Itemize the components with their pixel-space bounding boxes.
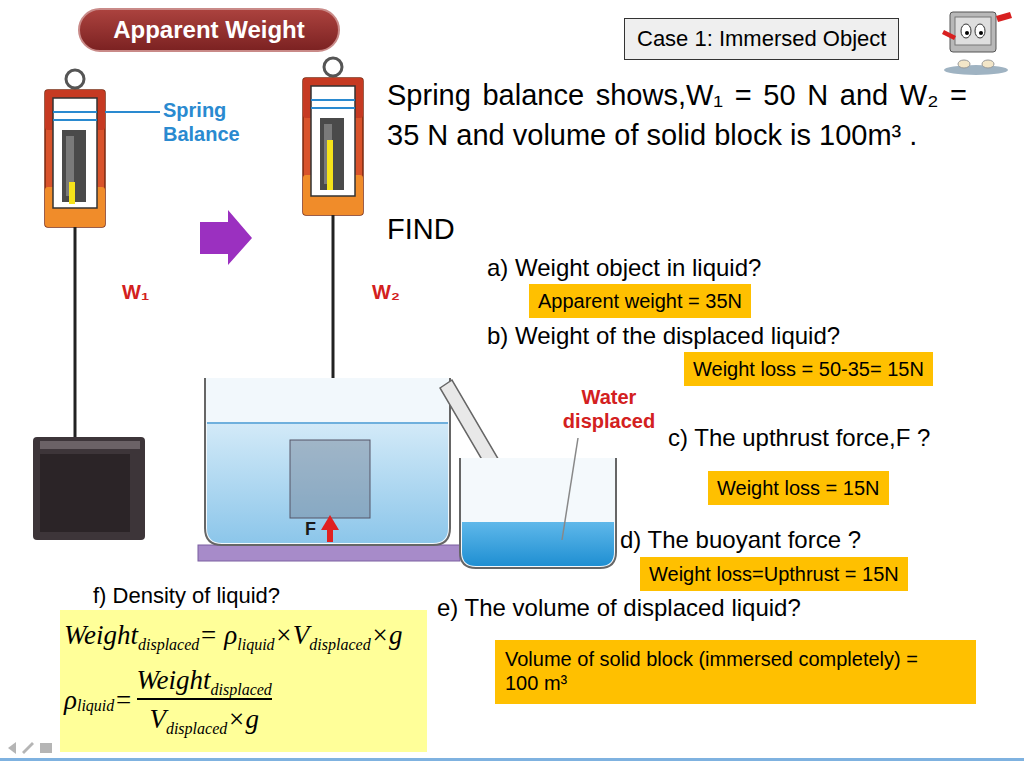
formula-subscript: displaced: [309, 636, 370, 654]
problem-statement: Spring balance shows,W₁ = 50 N and W₂ = …: [387, 75, 967, 155]
formula-line: Weightdisplaced= ρliquid×Vdisplaced×g: [64, 620, 421, 651]
answer-box: Weight loss = 50-35= 15N: [684, 352, 933, 386]
box-text: Apparent weight = 35N: [538, 289, 742, 313]
box-text: Case 1: Immersed Object: [637, 25, 886, 53]
leader-line: [105, 111, 160, 113]
formula-subscript: liquid: [237, 636, 274, 654]
nav-icon: [40, 743, 52, 753]
answer-box: Volume of solid block (immersed complete…: [495, 640, 976, 704]
nav-icon: [8, 742, 16, 754]
solid-block: [33, 437, 145, 540]
formula-subscript: liquid: [77, 697, 114, 715]
spout: [440, 380, 500, 470]
formula-subscript: displaced: [166, 720, 227, 738]
heading-label: FIND: [387, 212, 455, 247]
spring-balance: [45, 70, 105, 227]
formula-box: Weightdisplaced= ρliquid×Vdisplaced×gρli…: [60, 610, 427, 752]
water: [207, 423, 448, 543]
question-label: d) The buoyant force ?: [620, 525, 861, 554]
formula-line: ρliquid=WeightdisplacedVdisplaced×g: [64, 665, 421, 735]
spring-balance: [303, 58, 363, 215]
catch-beaker: [460, 458, 616, 568]
icon-pointer: [996, 12, 1012, 22]
question-label: c) The upthrust force,F ?: [668, 423, 930, 452]
formula-term: =: [114, 685, 132, 716]
icon-pupil: [965, 31, 969, 35]
icon-monitor: [950, 12, 996, 52]
force-label: W₂: [372, 280, 400, 304]
icon-foot: [982, 60, 994, 68]
icon-base: [944, 65, 1008, 75]
block-face: [40, 454, 130, 532]
formula-term: ×g: [371, 620, 403, 651]
icon-pupil: [979, 31, 983, 35]
icon-screen: [955, 17, 991, 45]
answer-box: Apparent weight = 35N: [529, 284, 751, 318]
part-label: Spring Balance: [163, 98, 263, 146]
block-highlight: [40, 441, 140, 449]
formula-term: ρ: [64, 685, 77, 716]
base-plate: [198, 545, 460, 561]
formula-term: ×g: [227, 704, 259, 735]
formula-term: V: [149, 704, 166, 735]
answer-box: Weight loss = 15N: [708, 471, 889, 505]
nav-icon: [22, 742, 34, 754]
formula-term: ×V: [275, 620, 310, 651]
question-label: a) Weight object in liquid?: [487, 253, 761, 282]
balance-indicator: [327, 140, 333, 190]
balance-indicator: [69, 182, 75, 204]
fraction-bar: [137, 698, 272, 700]
question-label: e) The volume of displaced liquid?: [437, 593, 801, 622]
case-label-box: Case 1: Immersed Object: [624, 18, 899, 60]
eureka-can: [205, 378, 450, 545]
formula-term: Weight: [137, 665, 211, 696]
icon-foot: [958, 60, 970, 68]
formula-term: = ρ: [199, 620, 237, 651]
fraction-denominator: Vdisplaced×g: [149, 704, 259, 735]
water-surface: [207, 422, 448, 424]
displaced-water: [462, 522, 614, 566]
icon-eye: [961, 24, 971, 38]
icon-pointer: [942, 30, 956, 40]
force-label: F: [305, 518, 316, 540]
box-text: Weight loss = 50-35= 15N: [693, 357, 924, 381]
icon-eye: [975, 24, 985, 38]
fraction-numerator: Weightdisplaced: [137, 665, 272, 696]
box-text: Weight loss=Upthrust = 15N: [649, 562, 899, 586]
question-label: f) Density of liquid?: [93, 583, 280, 609]
fraction: WeightdisplacedVdisplaced×g: [137, 665, 272, 735]
upthrust-arrowhead: [321, 515, 339, 530]
leader-line: [562, 438, 578, 540]
box-text: Volume of solid block (immersed complete…: [505, 647, 942, 695]
force-label: W₁: [122, 280, 149, 304]
slide-title: Apparent Weight: [78, 8, 340, 52]
formula-subscript: displaced: [211, 681, 272, 699]
hanging-rod: [74, 227, 77, 437]
upthrust-arrow: [327, 528, 333, 542]
answer-box: Weight loss=Upthrust = 15N: [640, 557, 908, 591]
bottom-stripe: [0, 758, 1024, 761]
immersed-block: [290, 440, 370, 518]
formula-subscript: displaced: [138, 636, 199, 654]
part-label: Water displaced: [553, 385, 665, 433]
process-arrow: [200, 210, 252, 265]
formula-term: Weight: [64, 620, 138, 651]
question-label: b) Weight of the displaced liquid?: [487, 321, 840, 350]
box-text: Weight loss = 15N: [717, 476, 880, 500]
